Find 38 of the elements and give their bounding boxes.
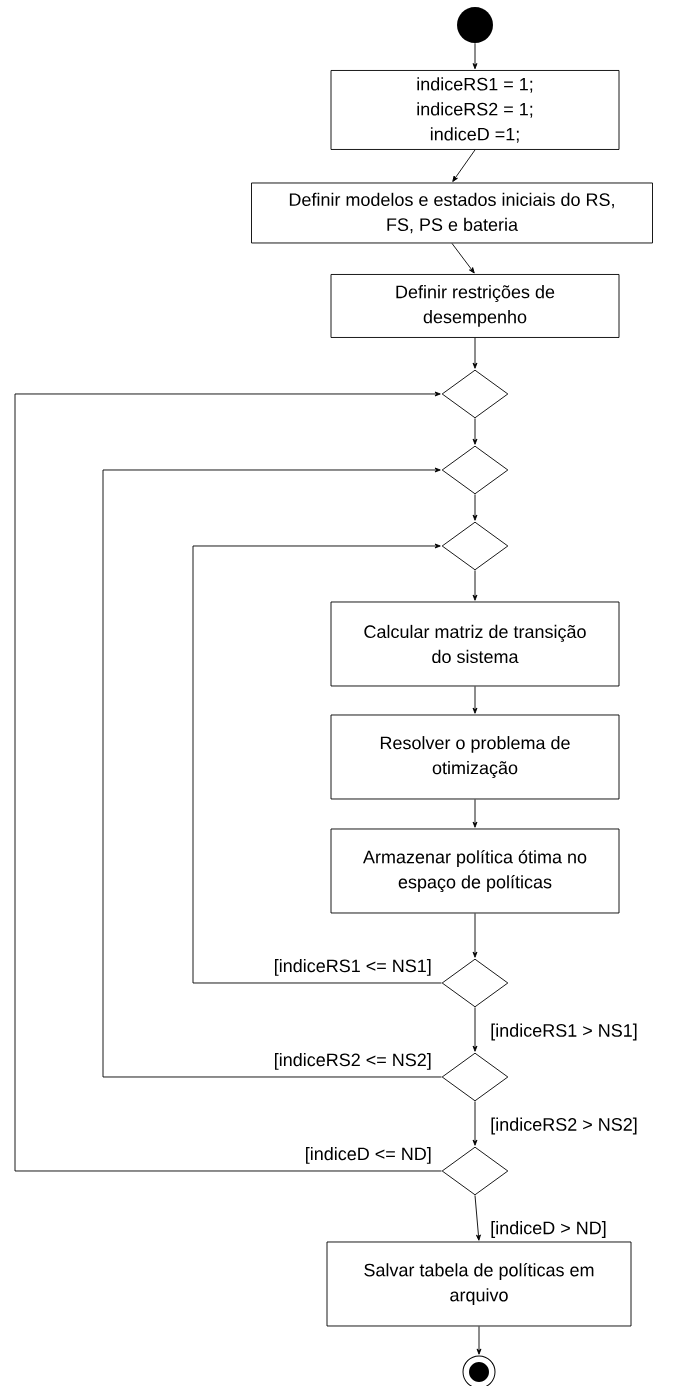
process-box: Resolver o problema de otimização [330, 714, 620, 800]
decision-diamond [441, 1052, 509, 1102]
edge-label: [indiceD <= ND] [306, 1147, 431, 1164]
process-box: Definir restrições de desempenho [330, 274, 620, 338]
arrow [472, 337, 478, 369]
process-box: Definir modelos e estados iniciais do RS, FS, PS e bateria [251, 182, 653, 244]
arrow [472, 1101, 478, 1146]
arrow [452, 149, 476, 182]
edge-label: [indiceRS1 <= NS1] [275, 959, 431, 976]
arrow [102, 467, 442, 1078]
edge-label: [indiceRS1 > NS1] [491, 1023, 637, 1041]
decision-diamond [441, 1146, 509, 1196]
arrow [192, 543, 442, 984]
arrow [472, 570, 478, 601]
arrow [472, 494, 478, 521]
decision-diamond [441, 369, 509, 419]
edge-label: [indiceRS2 <= NS2] [275, 1053, 431, 1070]
arrow [472, 1007, 478, 1052]
process-box: indiceRS1 = 1; indiceRS2 = 1; indiceD =1; [330, 70, 620, 150]
arrow [474, 1195, 481, 1241]
decision-diamond [441, 958, 509, 1008]
arrow [472, 418, 478, 445]
arrow [14, 391, 442, 1172]
start-node [457, 7, 493, 43]
arrow [476, 1326, 482, 1355]
arrow [451, 243, 475, 274]
arrow [472, 799, 478, 828]
edge-label: [indiceRS2 > NS2] [491, 1117, 637, 1135]
process-box: Salvar tabela de políticas em arquivo [326, 1241, 632, 1327]
arrow [472, 42, 478, 70]
decision-diamond [441, 521, 509, 571]
arrow [472, 686, 478, 714]
process-box: Armazenar política ótima no espaço de políticas [330, 828, 620, 914]
arrow [472, 913, 478, 958]
edge-label: [indiceD > ND] [491, 1221, 606, 1238]
process-box: Calcular matriz de transição do sistema [330, 601, 620, 687]
end-node [462, 1355, 496, 1386]
decision-diamond [441, 445, 509, 495]
